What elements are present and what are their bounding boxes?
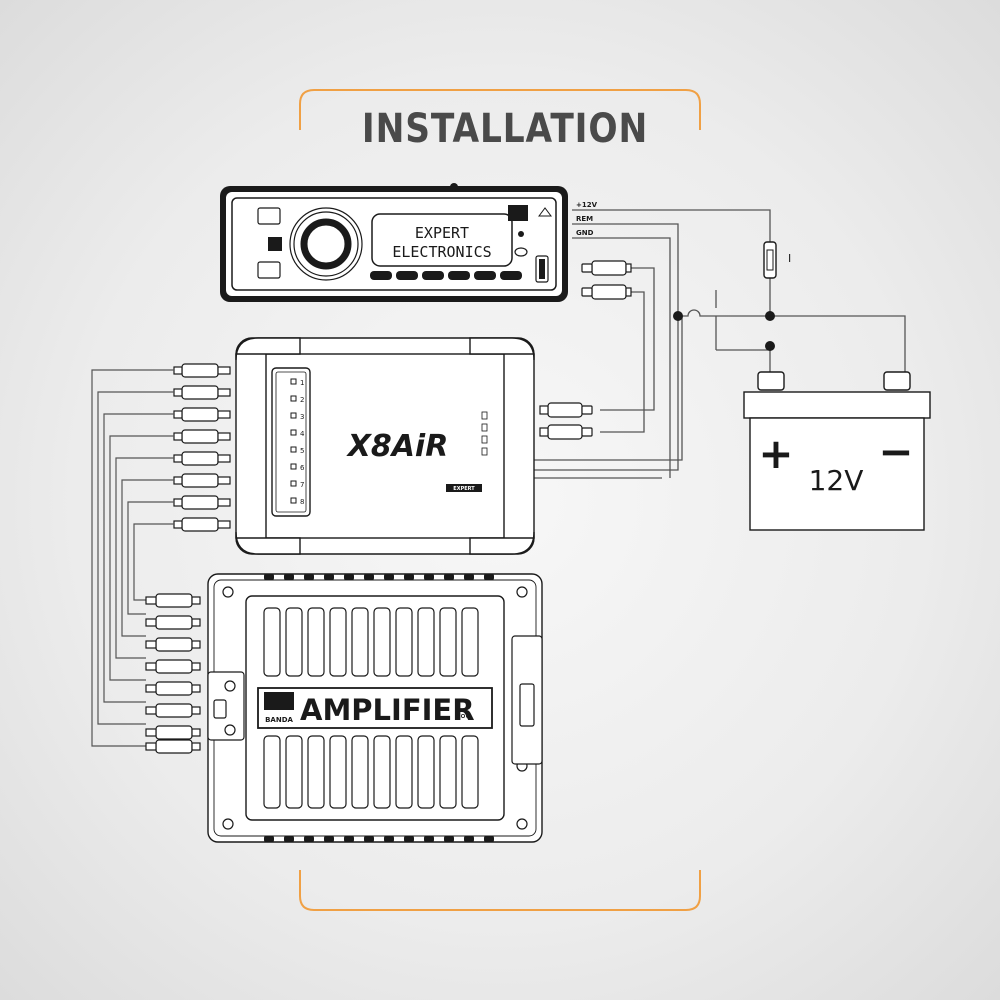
amplifier-teeth: [264, 574, 494, 842]
processor-logo: X8AiR: [346, 429, 449, 464]
svg-text:5: 5: [300, 447, 304, 455]
processor-channel-labels: 1 2 3 4 5 6 7 8: [300, 379, 305, 506]
rca-out-processor: [173, 363, 231, 532]
svg-text:7: 7: [300, 481, 304, 489]
processor: [235, 337, 535, 555]
svg-text:3: 3: [300, 413, 304, 421]
amplifier-label-dots: [455, 714, 470, 719]
wiring: [534, 209, 906, 479]
amplifier-input-block: [207, 671, 245, 741]
volume-knob-icon: [300, 218, 352, 270]
amplifier-label: AMPLIFIER: [300, 693, 475, 727]
processor-badge-text: EXPERT: [453, 486, 475, 492]
rca-out-headunit: [581, 260, 632, 300]
heatsink-fins-bottom: [263, 735, 479, 809]
processor-status-leds: [481, 411, 488, 456]
junction-dot: [673, 311, 683, 321]
battery-voltage: 12V: [809, 464, 864, 497]
label-12v: +12V: [576, 201, 598, 209]
processor-brand-badge: [446, 484, 482, 492]
brand-logo-icon: [264, 692, 294, 710]
eject-icon: [538, 207, 552, 217]
rca-in-amplifier: [145, 593, 201, 754]
junction-dot-2: [765, 311, 775, 321]
frame-top: [299, 89, 701, 130]
label-rem: REM: [576, 215, 593, 223]
rca-in-processor: [539, 402, 593, 440]
battery-plus: +: [758, 429, 793, 478]
processor-channel-leds: [290, 378, 297, 504]
head-unit: EXPERT ELECTRONICS: [220, 183, 568, 302]
battery-minus: −: [878, 427, 913, 476]
svg-text:2: 2: [300, 396, 304, 404]
svg-text:1: 1: [300, 379, 304, 387]
fuse-icon: [763, 241, 777, 279]
fuse-label: I: [788, 252, 791, 265]
junction-dot-3: [765, 341, 775, 351]
heatsink-fins-top: [263, 607, 479, 677]
amplifier-label-plate: [257, 687, 493, 729]
svg-text:6: 6: [300, 464, 305, 472]
frame-bottom: [299, 870, 701, 911]
battery: [743, 371, 931, 531]
rca-cables-processor-to-amp: [91, 369, 174, 747]
svg-text:4: 4: [300, 430, 305, 438]
page-title: INSTALLATION: [361, 106, 649, 152]
display-line-1: EXPERT: [415, 224, 469, 242]
amplifier-power-block: [511, 635, 543, 765]
label-gnd: GND: [576, 229, 594, 237]
display-line-2: ELECTRONICS: [392, 243, 491, 261]
amplifier-brand: BANDA: [265, 716, 293, 724]
svg-text:8: 8: [300, 498, 304, 506]
